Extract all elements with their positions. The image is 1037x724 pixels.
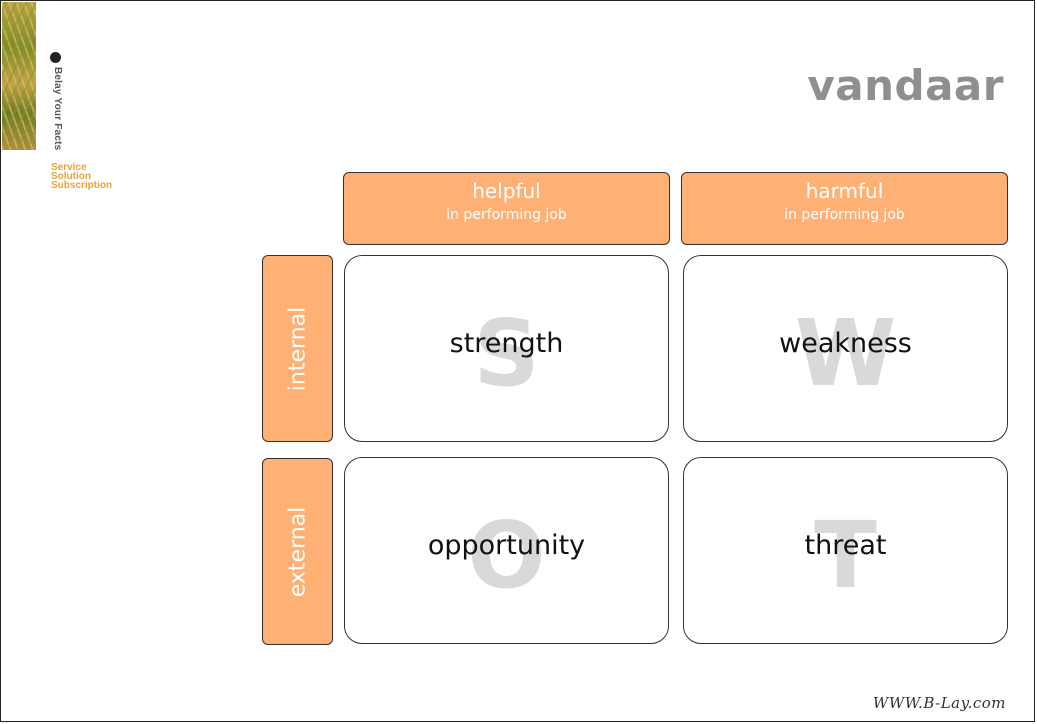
column-header-sub: in performing job	[446, 207, 567, 223]
brand-photo-strip	[2, 2, 36, 150]
brand-line-solution: Solution	[51, 171, 91, 182]
swot-cell-opportunity: O opportunity	[344, 457, 669, 644]
swot-label: opportunity	[427, 530, 586, 561]
swot-cell-strength: S strength	[344, 255, 669, 442]
swot-label: threat	[804, 530, 887, 561]
slide-title: vandaar	[807, 61, 1004, 110]
brand-logo-icon	[50, 52, 61, 63]
swot-letter: T	[814, 502, 877, 609]
brand-line-subscription: Subscription	[51, 180, 113, 191]
swot-cell-weakness: W weakness	[683, 255, 1008, 442]
swot-letter: W	[794, 300, 897, 407]
swot-letter: O	[467, 502, 546, 609]
swot-label: strength	[449, 328, 564, 359]
column-header-sub: in performing job	[784, 207, 905, 223]
brand-line-service: Service	[51, 162, 87, 173]
row-header-external: external	[262, 458, 333, 645]
swot-label: weakness	[779, 328, 912, 359]
row-header-label: external	[285, 506, 310, 597]
column-header-main: helpful	[472, 179, 541, 203]
row-header-label: internal	[285, 306, 310, 391]
footer-url: WWW.B-Lay.com	[872, 694, 1006, 712]
column-header-helpful: helpful in performing job	[343, 172, 670, 245]
brand-tagline: Belay Your Facts	[52, 67, 63, 151]
row-header-internal: internal	[262, 255, 333, 442]
swot-letter: S	[473, 300, 540, 407]
swot-cell-threat: T threat	[683, 457, 1008, 644]
brand-lines: Service Solution Subscription	[51, 162, 113, 191]
column-header-harmful: harmful in performing job	[681, 172, 1008, 245]
column-header-main: harmful	[805, 179, 884, 203]
